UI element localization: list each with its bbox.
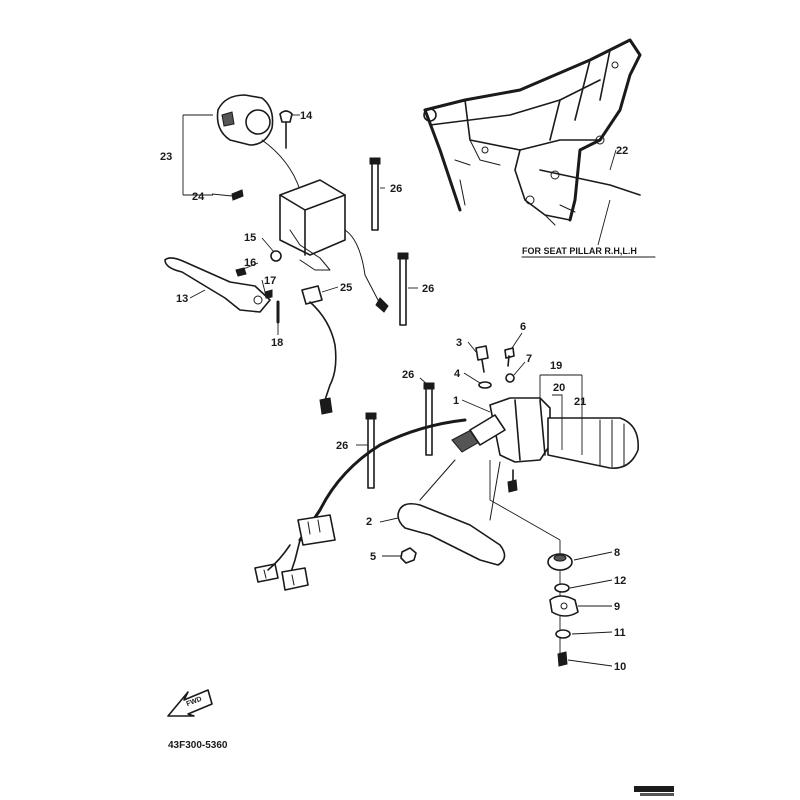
master-cylinder-holder	[451, 397, 639, 469]
leader-lines	[182, 114, 617, 667]
washer-12	[554, 583, 570, 593]
callout-19: 19	[550, 360, 562, 372]
nut-5	[400, 547, 417, 564]
callout-20: 20	[553, 382, 565, 394]
callout-21: 21	[574, 396, 586, 408]
callout-13: 13	[176, 293, 188, 305]
clutch-switch-wire	[301, 285, 337, 415]
callout-6: 6	[520, 321, 526, 333]
cable-tie-upper-a	[369, 157, 381, 231]
callout-26-upper-a: 26	[390, 183, 402, 195]
bolt-14	[279, 110, 293, 149]
brake-switch-wiring	[254, 418, 467, 591]
callout-15: 15	[244, 232, 256, 244]
bolt-3	[475, 345, 489, 373]
callout-14: 14	[300, 110, 313, 122]
callout-26-lower: 26	[336, 440, 348, 452]
front-arrow: FWD	[167, 689, 213, 717]
screw-10	[557, 651, 568, 667]
callout-1: 1	[453, 395, 459, 407]
callout-10: 10	[614, 661, 626, 673]
nut-11	[555, 629, 571, 639]
control-unit	[279, 179, 389, 313]
cover-8	[547, 553, 573, 571]
callout-18: 18	[271, 337, 283, 349]
screw-6	[504, 347, 515, 367]
callout-23: 23	[160, 151, 172, 163]
cable-tie-mid	[423, 382, 435, 456]
cable-tie-upper-b	[397, 252, 409, 326]
callout-9: 9	[614, 601, 620, 613]
nut-15	[270, 250, 282, 262]
catalog-code: 43F300-5360	[168, 740, 228, 751]
callout-26-upper-b: 26	[422, 283, 434, 295]
frame-drawing	[423, 38, 642, 226]
callout-17: 17	[264, 275, 276, 287]
callout-12: 12	[614, 575, 626, 587]
callout-5: 5	[370, 551, 376, 563]
switch-9	[549, 595, 579, 617]
callout-24: 24	[192, 191, 205, 203]
callout-26-mid: 26	[402, 369, 414, 381]
callout-25: 25	[340, 282, 352, 294]
callout-2: 2	[366, 516, 372, 528]
frame-note: FOR SEAT PILLAR R.H,L.H	[522, 246, 637, 256]
stamp-logo	[634, 786, 674, 796]
screw-24	[231, 189, 244, 201]
callout-3: 3	[456, 337, 462, 349]
callout-22: 22	[616, 145, 628, 157]
callout-11: 11	[614, 627, 626, 639]
washer-4	[478, 381, 492, 389]
clutch-lever	[164, 257, 273, 313]
cable-tie-lower	[365, 412, 377, 489]
callout-16: 16	[244, 257, 256, 269]
switch-assembly	[216, 94, 301, 191]
brake-lever	[397, 459, 506, 566]
callout-7: 7	[526, 353, 532, 365]
nut-7	[505, 373, 515, 383]
callout-4: 4	[454, 368, 461, 380]
callout-8: 8	[614, 547, 620, 559]
callout-labels: 23 24 14 15 16 17 13 18 25 26 26 26 26 2…	[160, 110, 628, 673]
holder-screw	[507, 469, 518, 493]
